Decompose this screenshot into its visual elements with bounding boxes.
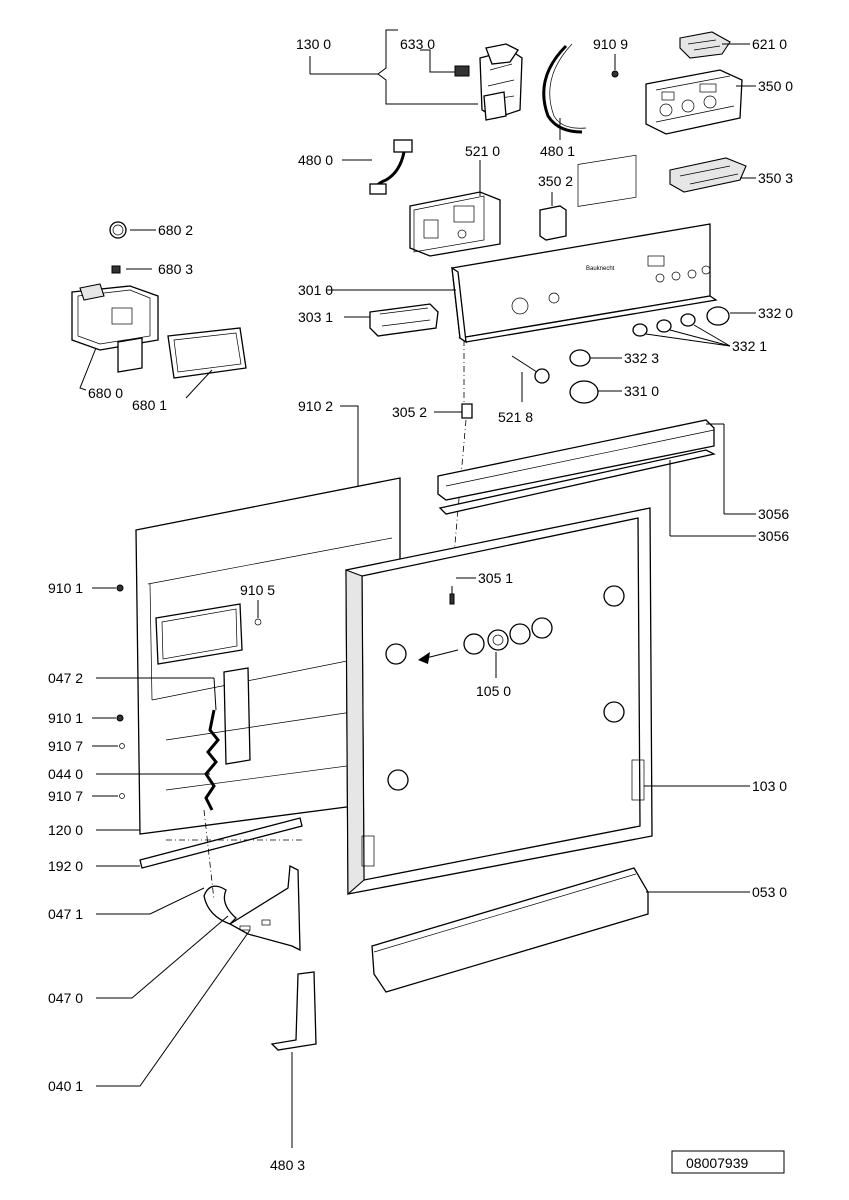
label-5218: 521 8 xyxy=(498,409,533,425)
label-9102: 910 2 xyxy=(298,398,333,414)
label-0530: 053 0 xyxy=(752,884,787,900)
label-6801: 680 1 xyxy=(132,397,167,413)
label-9107a: 910 7 xyxy=(48,738,83,754)
label-0471: 047 1 xyxy=(48,906,83,922)
drawing-number-box: 08007939 xyxy=(671,1150,785,1174)
label-1920: 192 0 xyxy=(48,858,83,874)
label-9105: 910 5 xyxy=(240,582,275,598)
label-4800: 480 0 xyxy=(298,152,333,168)
part-1030-outer-door xyxy=(345,507,750,896)
part-3502-clip xyxy=(539,192,567,241)
bracket-group-1300 xyxy=(309,29,478,105)
part-4801-cable xyxy=(542,43,587,140)
part-9107-screw-a xyxy=(92,743,125,749)
label-6802: 680 2 xyxy=(158,222,193,238)
part-6330-switch xyxy=(420,43,523,121)
part-0530-bottom-trim xyxy=(371,867,750,993)
label-6210: 621 0 xyxy=(752,36,787,52)
part-3051-pin xyxy=(449,577,476,605)
label-3056b: 3056 xyxy=(758,528,789,544)
part-5210-electronic xyxy=(409,160,501,257)
part-6802-ring xyxy=(109,221,156,239)
part-3010-control-panel: Bauknecht xyxy=(326,154,718,344)
part-0440-spring xyxy=(96,677,220,811)
part-9107-screw-b xyxy=(92,793,125,799)
label-9101a: 910 1 xyxy=(48,580,83,596)
label-0470: 047 0 xyxy=(48,990,83,1006)
label-3031: 303 1 xyxy=(298,309,333,325)
part-9101-screw-a xyxy=(92,584,124,592)
label-4803: 480 3 xyxy=(270,1157,305,1173)
part-6801-gasket xyxy=(167,327,247,399)
part-6210-module xyxy=(679,31,750,59)
label-3503: 350 3 xyxy=(758,170,793,186)
part-3052-bolt xyxy=(434,403,473,419)
part-3323-button xyxy=(569,349,622,367)
label-3052: 305 2 xyxy=(392,404,427,420)
label-6800: 680 0 xyxy=(88,385,123,401)
label-0472: 047 2 xyxy=(48,670,83,686)
part-4803-bracket xyxy=(270,971,317,1148)
label-6330: 633 0 xyxy=(400,36,435,52)
label-3320: 332 0 xyxy=(758,305,793,321)
label-1050: 105 0 xyxy=(476,683,511,699)
label-1300: 130 0 xyxy=(296,36,331,52)
part-3320-knob xyxy=(706,306,756,326)
label-9107b: 910 7 xyxy=(48,788,83,804)
part-5218-shaft xyxy=(511,355,550,402)
part-3056-strips xyxy=(437,419,756,537)
label-0440: 044 0 xyxy=(48,766,83,782)
part-3310-knob xyxy=(569,380,622,404)
part-3321-buttons xyxy=(632,313,731,347)
part-9105-screw xyxy=(254,600,262,626)
label-3500: 350 0 xyxy=(758,78,793,94)
label-3323: 332 3 xyxy=(624,350,659,366)
part-6800-dispenser xyxy=(71,283,159,391)
label-3502: 350 2 xyxy=(538,173,573,189)
part-3031-latch xyxy=(344,303,439,337)
label-3321: 332 1 xyxy=(732,338,767,354)
label-1200: 120 0 xyxy=(48,822,83,838)
label-3010: 301 0 xyxy=(298,282,333,298)
part-1200-inner-panel xyxy=(96,477,401,835)
part-1050-bumpers xyxy=(418,617,553,678)
drawing-number: 08007939 xyxy=(686,1155,749,1171)
label-1030: 103 0 xyxy=(752,778,787,794)
brand-mark: Bauknecht xyxy=(586,266,615,272)
label-0401: 040 1 xyxy=(48,1078,83,1094)
label-9101b: 910 1 xyxy=(48,710,83,726)
part-3503-board xyxy=(669,157,756,193)
label-4801: 480 1 xyxy=(540,143,575,159)
part-3500-board xyxy=(645,69,756,135)
label-9109: 910 9 xyxy=(593,36,628,52)
part-0401-hinge-bracket xyxy=(96,809,304,1087)
label-3056a: 3056 xyxy=(758,506,789,522)
label-3310: 331 0 xyxy=(624,383,659,399)
part-9109-screw xyxy=(611,54,619,78)
part-9101-screw-b xyxy=(92,714,124,722)
label-5210: 521 0 xyxy=(465,143,500,159)
part-6803-nut xyxy=(111,265,152,274)
label-3051: 305 1 xyxy=(478,570,513,586)
label-6803: 680 3 xyxy=(158,261,193,277)
part-4800-connector xyxy=(342,139,413,195)
part-1920-strip xyxy=(96,817,303,869)
dash-axis-3052 xyxy=(449,419,467,601)
